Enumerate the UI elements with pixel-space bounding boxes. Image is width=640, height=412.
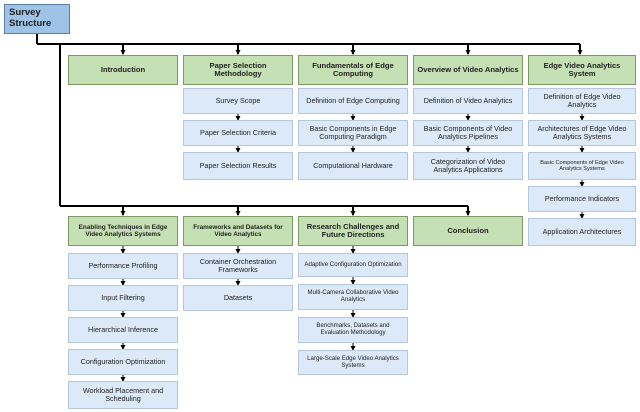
item-input-filtering: Input Filtering <box>68 285 178 311</box>
item-datasets: Datasets <box>183 285 293 311</box>
item-label: Multi-Camera Collaborative Video Analyti… <box>307 289 399 303</box>
item-label: Input Filtering <box>101 292 145 302</box>
section-title: Edge Video Analytics System <box>543 60 621 78</box>
item-label: Adaptive Configuration Optimization <box>304 260 402 268</box>
item-large-scale-edge-video-analytics-systems: Large-Scale Edge Video Analytics Systems <box>298 350 408 375</box>
root-node: Survey Structure <box>4 4 70 34</box>
item-basic-components-edge-computing: Basic Components in Edge Computing Parad… <box>298 120 408 146</box>
item-label: Computational Hardware <box>313 160 393 170</box>
item-label: Workload Placement and Scheduling <box>82 385 164 403</box>
item-basic-components-video-analytics-pipelines: Basic Components of Video Analytics Pipe… <box>413 120 523 146</box>
root-label: Survey Structure <box>9 7 52 29</box>
section-fundamentals-of-edge-computing: Fundamentals of Edge Computing <box>298 55 408 85</box>
item-hierarchical-inference: Hierarchical Inference <box>68 317 178 343</box>
item-label: Container Orchestration Frameworks <box>199 256 277 274</box>
section-overview-of-video-analytics: Overview of Video Analytics <box>413 55 523 85</box>
section-title: Fundamentals of Edge Computing <box>312 60 394 78</box>
section-enabling-techniques: Enabling Techniques in Edge Video Analyt… <box>68 216 178 246</box>
item-label: Performance Indicators <box>544 193 620 203</box>
item-label: Datasets <box>223 292 253 302</box>
item-label: Performance Profiling <box>88 260 158 270</box>
item-definition-of-edge-video-analytics: Definition of Edge Video Analytics <box>528 88 636 114</box>
section-conclusion: Conclusion <box>413 216 523 246</box>
item-label: Paper Selection Results <box>199 160 277 170</box>
item-label: Hierarchical Inference <box>88 324 158 334</box>
section-introduction: Introduction <box>68 55 178 85</box>
item-paper-selection-results: Paper Selection Results <box>183 152 293 180</box>
item-label: Paper Selection Criteria <box>200 127 276 137</box>
item-label: Definition of Edge Computing <box>306 95 400 105</box>
section-frameworks-and-datasets: Frameworks and Datasets for Video Analyt… <box>183 216 293 246</box>
item-definition-of-video-analytics: Definition of Video Analytics <box>413 88 523 114</box>
section-title: Introduction <box>100 64 146 74</box>
item-label: Benchmarks, Datasets and Evaluation Meth… <box>316 322 390 336</box>
item-definition-of-edge-computing: Definition of Edge Computing <box>298 88 408 114</box>
item-configuration-optimization: Configuration Optimization <box>68 349 178 375</box>
item-label: Large-Scale Edge Video Analytics Systems <box>307 354 399 369</box>
section-title: Frameworks and Datasets for Video Analyt… <box>193 223 283 238</box>
item-label: Basic Components of Edge Video Analytics… <box>540 159 624 172</box>
section-title: Paper Selection Methodology <box>209 60 267 78</box>
item-label: Architectures of Edge Video Analytics Sy… <box>537 123 627 141</box>
item-label: Survey Scope <box>215 95 261 105</box>
item-categorization-video-analytics-applications: Categorization of Video Analytics Applic… <box>413 152 523 180</box>
item-performance-indicators: Performance Indicators <box>528 186 636 212</box>
item-architectures-edge-video-analytics-systems: Architectures of Edge Video Analytics Sy… <box>528 120 636 146</box>
item-benchmarks-datasets-evaluation-methodology: Benchmarks, Datasets and Evaluation Meth… <box>298 317 408 343</box>
item-workload-placement-and-scheduling: Workload Placement and Scheduling <box>68 381 178 409</box>
item-computational-hardware: Computational Hardware <box>298 152 408 180</box>
item-basic-components-edge-video-analytics-systems: Basic Components of Edge Video Analytics… <box>528 152 636 180</box>
item-multi-camera-collaborative-video-analytics: Multi-Camera Collaborative Video Analyti… <box>298 284 408 310</box>
item-label: Basic Components of Video Analytics Pipe… <box>423 123 513 141</box>
item-label: Definition of Edge Video Analytics <box>543 91 621 109</box>
item-label: Definition of Video Analytics <box>423 95 513 105</box>
item-label: Categorization of Video Analytics Applic… <box>430 156 506 174</box>
section-title: Research Challenges and Future Direction… <box>306 221 400 239</box>
item-application-architectures: Application Architectures <box>528 218 636 246</box>
item-label: Application Architectures <box>542 226 622 236</box>
section-title: Overview of Video Analytics <box>417 64 519 74</box>
item-adaptive-configuration-optimization: Adaptive Configuration Optimization <box>298 253 408 277</box>
section-research-challenges: Research Challenges and Future Direction… <box>298 216 408 246</box>
section-title: Conclusion <box>447 225 489 235</box>
section-title: Enabling Techniques in Edge Video Analyt… <box>78 223 168 238</box>
item-performance-profiling: Performance Profiling <box>68 253 178 279</box>
item-label: Basic Components in Edge Computing Parad… <box>309 123 397 141</box>
section-paper-selection-methodology: Paper Selection Methodology <box>183 55 293 85</box>
section-edge-video-analytics-system: Edge Video Analytics System <box>528 55 636 85</box>
item-container-orchestration-frameworks: Container Orchestration Frameworks <box>183 253 293 279</box>
item-paper-selection-criteria: Paper Selection Criteria <box>183 120 293 146</box>
item-survey-scope: Survey Scope <box>183 88 293 114</box>
item-label: Configuration Optimization <box>80 356 166 366</box>
